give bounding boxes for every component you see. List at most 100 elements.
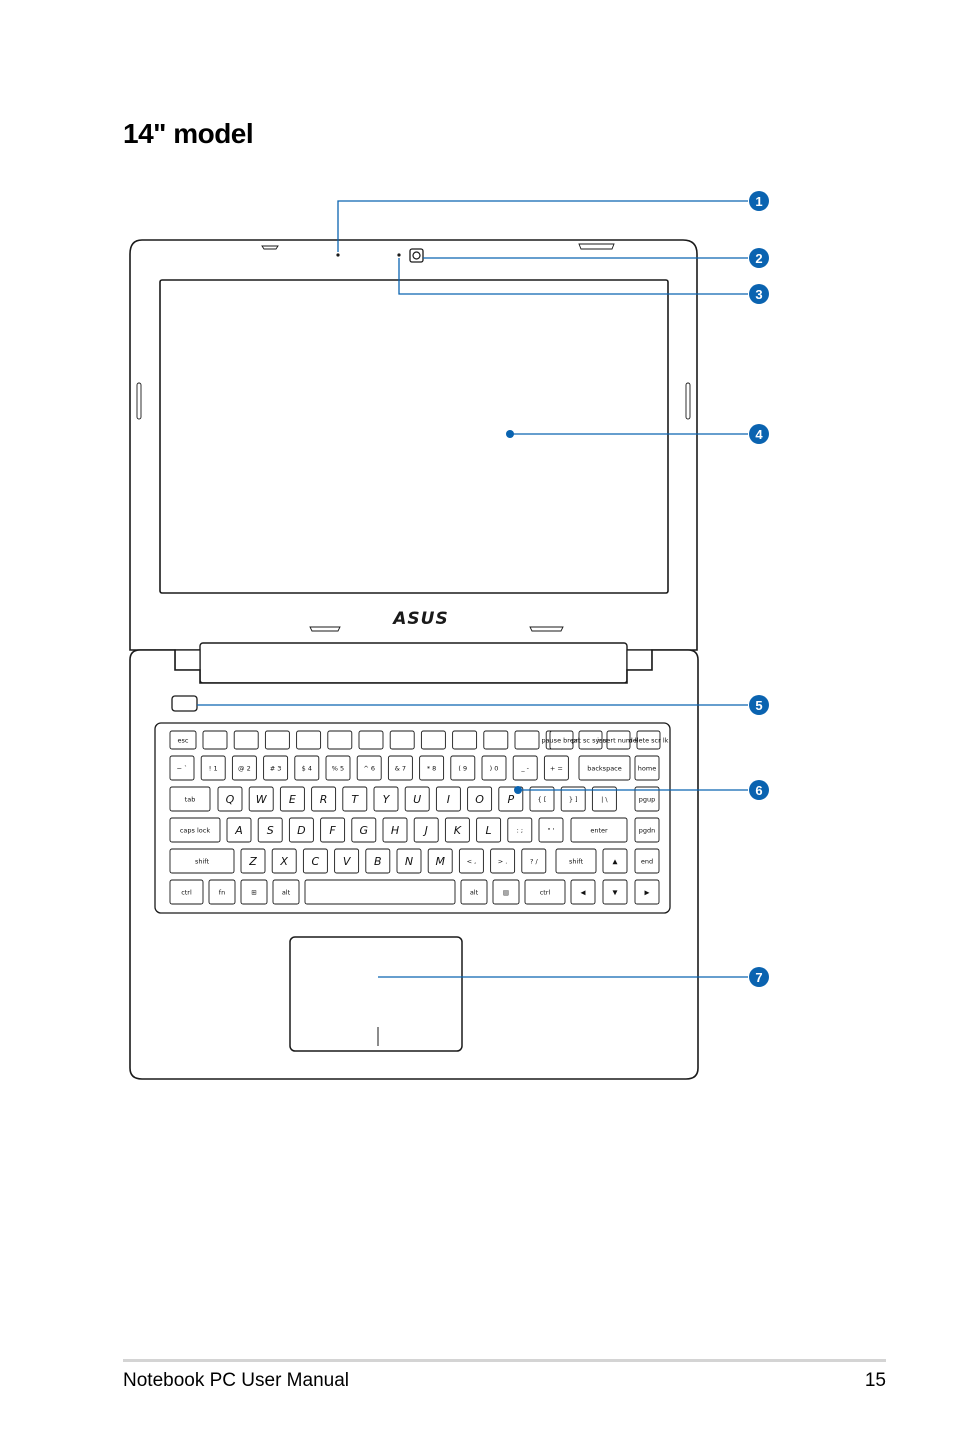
key-caps-lock-label: caps lock (180, 827, 210, 835)
key-num-1-label: ! 1 (209, 765, 218, 773)
key-row2-10-label: { [ (538, 796, 547, 804)
key-arrow-up-label: ▲ (613, 858, 618, 866)
key-shift-right-label: shift (569, 858, 583, 866)
key-row2-1-label: W (256, 793, 268, 806)
key-row3-8-label: L (486, 824, 492, 837)
key-row4-9-label: ? / (530, 858, 539, 866)
svg-text:2: 2 (755, 251, 762, 266)
key-row2-4 (342, 786, 368, 812)
key-alt-right-label: alt (470, 889, 479, 897)
key-row3-0 (226, 817, 252, 843)
key-num-12-label: + = (550, 765, 563, 773)
key-end (634, 848, 660, 874)
key-row3-9-label: : ; (517, 827, 523, 835)
key-row2-0-label: Q (226, 793, 235, 806)
key-space (304, 879, 456, 905)
key-row4-5-label: N (405, 855, 413, 868)
key-row3-6 (413, 817, 439, 843)
key-row4-4 (365, 848, 391, 874)
key-arrow-left (570, 879, 596, 905)
key-num-3 (263, 755, 289, 781)
key-arrow-left-label: ◀ (581, 889, 586, 897)
key-home (634, 755, 660, 781)
key-end-label: end (641, 858, 653, 866)
key-num-7-label: & 7 (395, 765, 406, 773)
key-row2-9-label: P (507, 793, 514, 806)
key-row3-3-label: F (329, 824, 336, 837)
key-row3-7-label: K (454, 824, 462, 837)
key-esc (169, 730, 197, 750)
key-row3-10-label: " ' (548, 827, 555, 835)
key-num-0-label: ~ ` (177, 765, 188, 773)
key-row2-7-label: I (447, 793, 450, 806)
key-row4-1-label: X (279, 855, 288, 868)
key-row2-2-label: E (289, 793, 296, 806)
key-num-10-label: ) 0 (490, 765, 499, 773)
microphone-dot (336, 253, 340, 257)
key-shift-left-label: shift (195, 858, 209, 866)
key-row2-0 (217, 786, 243, 812)
key-num-6 (356, 755, 382, 781)
key-row4-0-label: Z (248, 855, 257, 868)
key-alt-left (272, 879, 300, 905)
key-arrow-right-label: ▶ (645, 889, 650, 897)
key-num-2-label: @ 2 (238, 765, 251, 773)
key-caps-lock (169, 817, 221, 843)
key-f7 (389, 730, 415, 750)
callout-badges: 1 2 3 4 5 6 7 (749, 191, 769, 987)
key-row2-5 (373, 786, 399, 812)
key-num-5-label: % 5 (332, 765, 344, 773)
key-alt-left-label: alt (282, 889, 291, 897)
key-num-9 (450, 755, 476, 781)
touchpad (289, 936, 463, 1052)
key-f4 (296, 730, 322, 750)
key-num-5 (325, 755, 351, 781)
key-fn-right-0-label: pause break (541, 737, 581, 745)
key-num-9-label: ( 9 (458, 765, 467, 773)
callout-dot-keyboard (514, 786, 522, 794)
key-fn-right-3-label: delete scr lk (629, 737, 669, 745)
hinge (174, 642, 653, 684)
svg-text:7: 7 (755, 970, 762, 985)
key-row3-6-label: J (423, 824, 428, 837)
key-backspace (578, 755, 631, 781)
key-num-4-label: $ 4 (302, 765, 312, 773)
key-num-8-label: * 8 (427, 765, 436, 773)
key-enter (570, 817, 628, 843)
key-tab (169, 786, 211, 812)
key-row2-8 (467, 786, 493, 812)
key-row4-9 (521, 848, 547, 874)
key-row3-1-label: S (267, 824, 274, 837)
key-f3 (264, 730, 290, 750)
key-arrow-up (602, 848, 628, 874)
svg-text:6: 6 (755, 783, 762, 798)
svg-text:4: 4 (755, 427, 763, 442)
key-row4-7 (458, 848, 484, 874)
key-shift-left (169, 848, 235, 874)
callout-badge-6 (749, 780, 769, 800)
key-row2-7 (435, 786, 461, 812)
key-fn-right-0 (549, 730, 574, 750)
key-fn-right-1-label: prt sc sysrq (572, 737, 610, 745)
key-f10 (483, 730, 509, 750)
key-menu-label: ▤ (503, 889, 509, 897)
key-row4-4-label: B (374, 855, 382, 868)
key-fn-right-3 (636, 730, 661, 750)
webcam (409, 248, 424, 263)
key-row2-10 (529, 786, 555, 812)
key-row2-12 (591, 786, 617, 812)
key-row4-8 (490, 848, 516, 874)
key-num-8 (419, 755, 445, 781)
key-row4-5 (396, 848, 422, 874)
footer-rule (123, 1359, 886, 1362)
key-row4-1 (271, 848, 297, 874)
key-pgdn (634, 817, 660, 843)
key-row2-5-label: Y (383, 793, 391, 806)
key-num-10 (481, 755, 507, 781)
key-f1 (202, 730, 228, 750)
key-f11 (514, 730, 540, 750)
key-ctrl-right (524, 879, 566, 905)
key-windows (240, 879, 268, 905)
key-f9 (452, 730, 478, 750)
